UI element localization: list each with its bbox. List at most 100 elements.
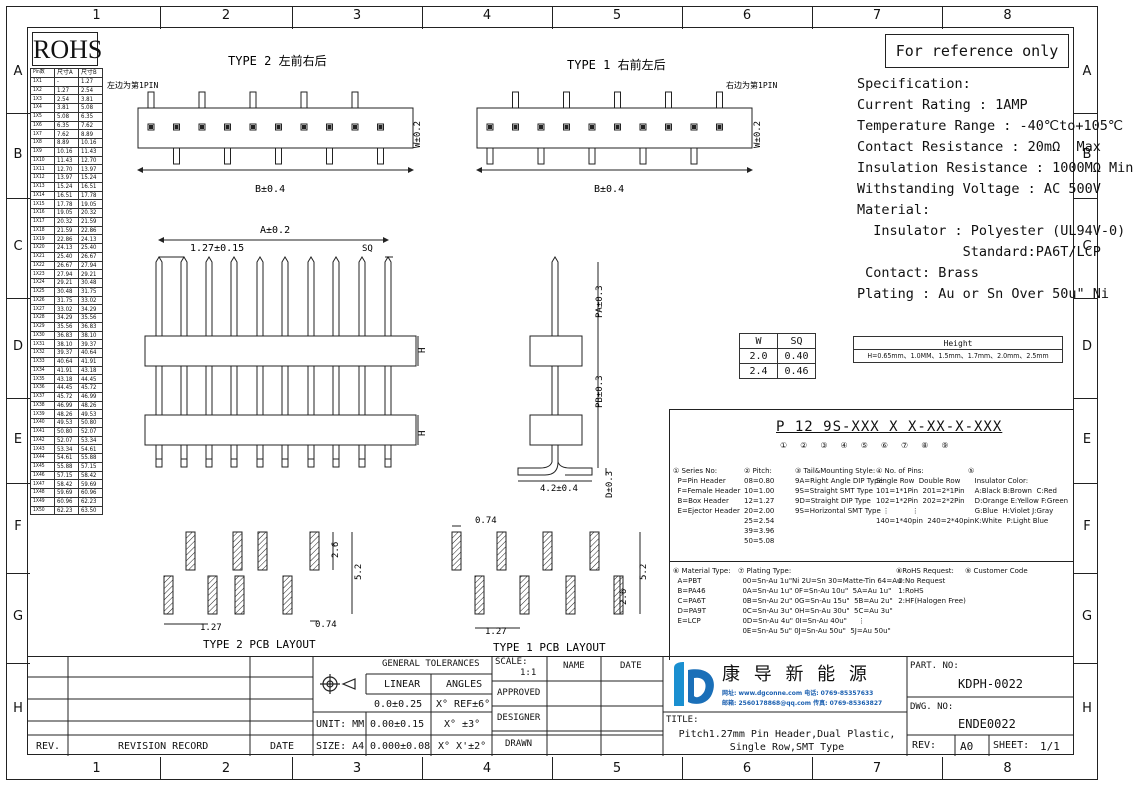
type1-top-pin-center bbox=[692, 125, 696, 129]
type2-top-lead bbox=[326, 147, 333, 165]
zone-col-4: 4 bbox=[482, 761, 492, 776]
tb-revision-record: REVISION RECORD bbox=[118, 741, 209, 752]
tb-angles: ANGLES bbox=[446, 679, 483, 690]
note-series: ① Series No: P=Pin Header F=Female Heade… bbox=[673, 467, 741, 515]
type1-top-lead bbox=[588, 147, 596, 165]
pcb1-pad-top bbox=[451, 531, 462, 571]
type1-top-pin-center bbox=[590, 125, 594, 129]
company-name: 康 导 新 能 源 bbox=[722, 664, 871, 685]
zone-row-E: E bbox=[1082, 431, 1092, 447]
type2-top-pin-center bbox=[327, 125, 332, 129]
type2-top-lead bbox=[275, 147, 282, 165]
front-pin-foot bbox=[230, 444, 238, 468]
type2-top-pin-center bbox=[200, 125, 204, 129]
zone-col-6: 6 bbox=[742, 761, 752, 776]
note-pitch: ② Pitch: 08=0.80 10=1.00 12=1.27 20=2.00… bbox=[744, 467, 775, 545]
zone-row-B: B bbox=[13, 146, 23, 162]
zone-tick bbox=[812, 757, 813, 780]
type2-top-pin-center bbox=[174, 125, 179, 129]
dim-h-bottom: H bbox=[418, 431, 428, 436]
pcb1-pad-top bbox=[496, 531, 507, 571]
zone-tick bbox=[6, 663, 30, 664]
tb-part-no: KDPH-0022 bbox=[958, 677, 1024, 691]
pcb2-dim-2-6: 2.6 bbox=[331, 542, 341, 558]
type1-pcb-title: TYPE 1 PCB LAYOUT bbox=[493, 641, 606, 654]
front-pin-foot bbox=[307, 444, 315, 468]
note-plating: ⑦ Plating Type: 00=Sn-Au 1u"Ni 2U=Sn 30=… bbox=[738, 567, 902, 635]
type1-top-pin-center bbox=[615, 125, 620, 129]
zone-row-F: F bbox=[14, 519, 22, 534]
type1-top-lead bbox=[665, 91, 672, 109]
front-pin-foot bbox=[256, 444, 264, 468]
tb-scale: 1:1 bbox=[520, 668, 537, 678]
tb-rev-label: REV: bbox=[912, 740, 937, 751]
zone-tick bbox=[160, 757, 161, 780]
type2-top-pin-center bbox=[302, 125, 306, 129]
zone-col-5: 5 bbox=[612, 761, 622, 776]
tb-rev-value: A0 bbox=[960, 740, 974, 753]
tb-tol2: 0.00±0.15 bbox=[370, 719, 425, 730]
zone-row-G: G bbox=[12, 609, 24, 624]
dim-d: D±0.3 bbox=[605, 471, 615, 498]
tb-dwg-no: ENDE0022 bbox=[958, 717, 1016, 731]
pcb2-pad-bottom bbox=[163, 575, 174, 615]
type2-top-lead bbox=[377, 147, 384, 165]
tb-date2: DATE bbox=[620, 661, 642, 671]
company-mail: 邮箱: 2560178868@qq.com 传真: 0769-85363827 bbox=[722, 700, 883, 707]
part-code: P 12 9S-XXX X X-XX-X-XXX bbox=[776, 419, 1003, 435]
note-color: ⑤ Insulator Color: A:Black B:Brown C:Red… bbox=[968, 467, 1069, 525]
type2-pin1-note: 左边为第1PIN bbox=[107, 80, 158, 90]
zone-col-7: 7 bbox=[872, 761, 882, 776]
pcb2-pad-top bbox=[257, 531, 268, 571]
type2-top-lead bbox=[147, 91, 155, 109]
type1-top-pin-center bbox=[488, 125, 492, 129]
type2-top-lead bbox=[249, 91, 257, 109]
zone-tick bbox=[6, 483, 30, 484]
tb-part-no-label: PART. NO: bbox=[910, 661, 959, 671]
dim-4-2: 4.2±0.4 bbox=[540, 484, 578, 494]
pcb1-pad-bottom bbox=[613, 575, 624, 615]
title-block bbox=[28, 656, 1074, 756]
side-pin-foot bbox=[557, 461, 593, 476]
type2-top-pin-center bbox=[276, 125, 281, 129]
zone-col-2: 2 bbox=[221, 761, 231, 776]
pcb2-dim-0-74: 0.74 bbox=[315, 620, 337, 630]
zone-tick bbox=[1074, 113, 1098, 114]
zone-row-F: F bbox=[1083, 519, 1091, 534]
pcb1-dim-1-27: 1.27 bbox=[485, 627, 507, 637]
type1-top-pin-center bbox=[539, 125, 543, 129]
tb-designer: DESIGNER bbox=[497, 713, 541, 723]
pcb2-dim-5-2: 5.2 bbox=[354, 564, 364, 580]
zone-tick bbox=[682, 6, 683, 29]
tb-tol2a: X° ±3° bbox=[444, 719, 481, 730]
pcb2-dim-1-27: 1.27 bbox=[200, 623, 222, 633]
zone-tick bbox=[552, 757, 553, 780]
zone-col-2: 2 bbox=[221, 8, 231, 23]
pcb2-pad-bottom bbox=[207, 575, 218, 615]
zone-tick bbox=[552, 6, 553, 29]
pcb1-pad-top bbox=[589, 531, 600, 571]
front-pin-foot bbox=[384, 444, 392, 468]
front-pin-foot bbox=[205, 444, 213, 468]
note-tail: ③ Tail&Mounting Style: 9A=Right Angle DI… bbox=[795, 467, 883, 515]
type1-top-pin-center bbox=[513, 125, 518, 129]
type2-top-pin-center bbox=[251, 125, 255, 129]
note-pins: ④ No. of Pins: Single Row Double Row 101… bbox=[876, 467, 975, 525]
zone-tick bbox=[1074, 483, 1098, 484]
pcb1-dim-5-2: 5.2 bbox=[639, 564, 649, 580]
type1-top-lead bbox=[537, 147, 545, 165]
zone-tick bbox=[942, 757, 943, 780]
wsq-cell: 2.0 bbox=[739, 348, 778, 364]
zone-tick bbox=[292, 6, 293, 29]
pcb1-pad-top bbox=[542, 531, 553, 571]
dim-a: A±0.2 bbox=[260, 225, 290, 236]
zone-row-A: A bbox=[1082, 64, 1092, 79]
